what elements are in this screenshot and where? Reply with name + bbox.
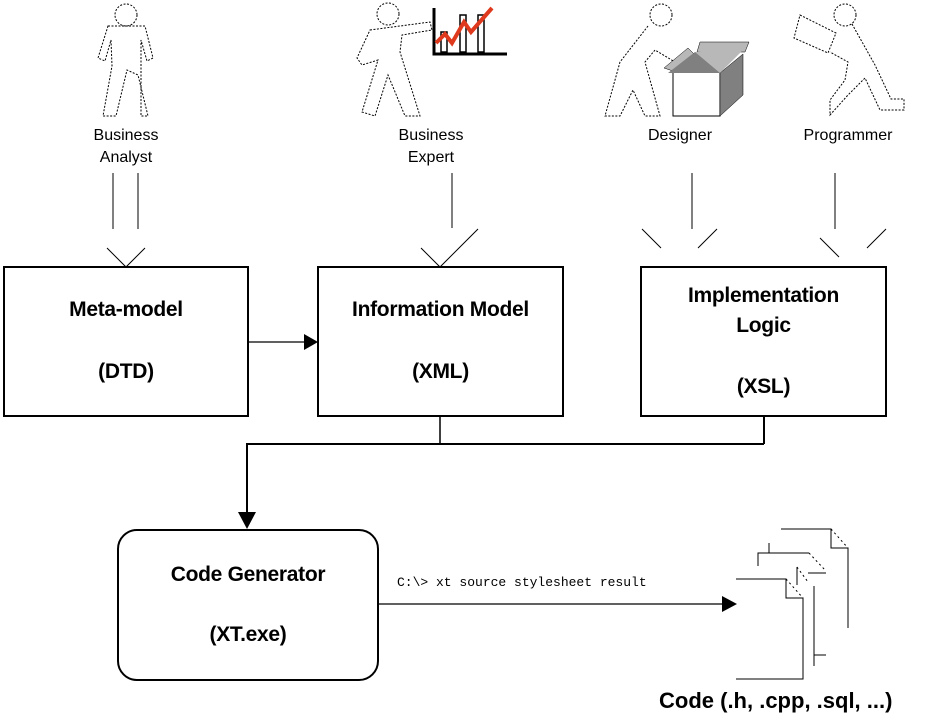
metamodel-to-infomodel-arrow [248, 334, 318, 350]
actor-label-programmer: Programmer [788, 125, 908, 147]
code-generator-title: Code Generator [170, 563, 326, 586]
meta-model-box[interactable]: Meta-model (DTD) [3, 266, 249, 417]
implementation-logic-box[interactable]: Implementation Logic (XSL) [640, 266, 887, 417]
code-output-label: Code (.h, .cpp, .sql, ...) [659, 688, 893, 713]
actor-label-line1: Designer [647, 127, 713, 144]
designer-icon [604, 3, 750, 117]
programmer-arrow [819, 173, 887, 258]
actor-label-business-analyst: Business Analyst [76, 125, 176, 169]
meta-model-title: Meta-model [69, 298, 183, 321]
programmer-icon [793, 3, 905, 117]
meta-model-subtitle: (DTD) [98, 360, 154, 383]
actor-label-line2: Analyst [99, 149, 153, 166]
business-analyst-icon [97, 3, 154, 117]
business-expert-icon [356, 2, 507, 117]
expert-arrow [420, 173, 479, 268]
information-model-box[interactable]: Information Model (XML) [317, 266, 564, 417]
analyst-arrow [106, 173, 146, 268]
generator-to-code-arrow [378, 596, 737, 612]
code-generator-subtitle: (XT.exe) [209, 623, 287, 646]
implementation-logic-title-line2: Logic [736, 314, 791, 337]
actor-label-business-expert: Business Expert [381, 125, 481, 169]
implementation-logic-title-line1: Implementation [688, 284, 839, 307]
actor-label-line2: Expert [407, 149, 455, 166]
code-files-icon [736, 528, 849, 680]
actor-label-line1: Business [93, 127, 159, 144]
command-line-text: C:\> xt source stylesheet result [397, 575, 647, 590]
models-to-generator-connector [246, 416, 765, 515]
actor-label-line1: Business [398, 127, 464, 144]
actor-label-designer: Designer [630, 125, 730, 147]
designer-arrow [641, 173, 718, 249]
generator-input-arrowhead [238, 512, 256, 529]
information-model-subtitle: (XML) [412, 360, 469, 383]
code-generator-box[interactable]: Code Generator (XT.exe) [117, 529, 379, 681]
actor-label-line1: Programmer [803, 127, 893, 144]
information-model-title: Information Model [352, 298, 529, 321]
implementation-logic-subtitle: (XSL) [736, 375, 791, 398]
trend-line [434, 6, 494, 47]
